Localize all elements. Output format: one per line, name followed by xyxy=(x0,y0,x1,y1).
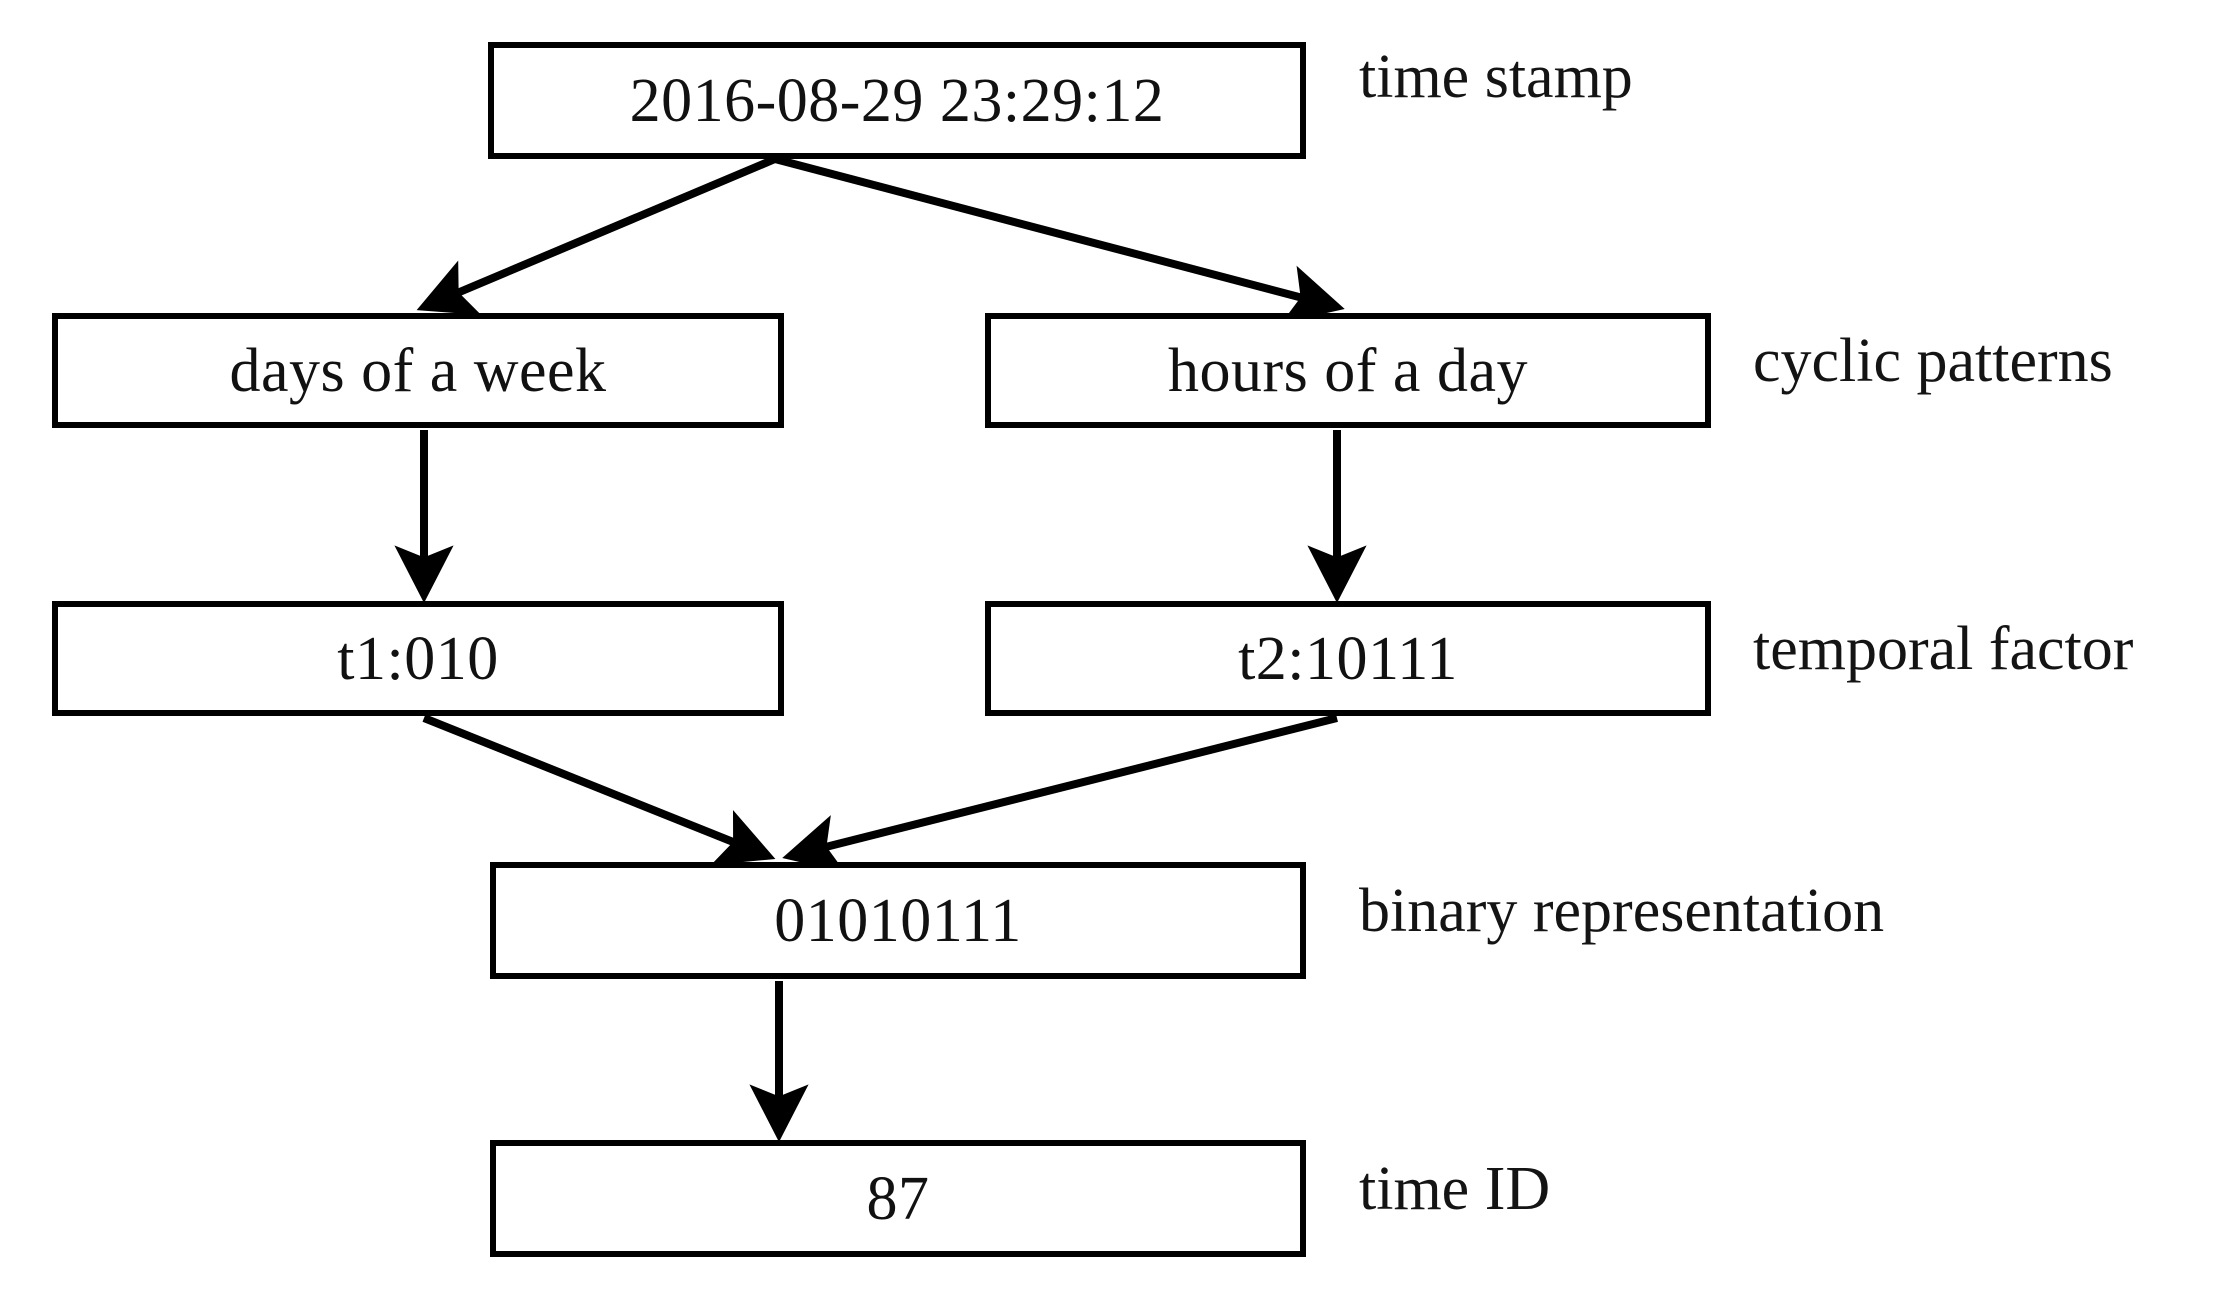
row-label-binary-representation: binary representation xyxy=(1359,877,1885,945)
node-binary-label: 01010111 xyxy=(774,886,1022,955)
edge-t2-to-binary xyxy=(782,714,1338,873)
row-label-temporal-factor: temporal factor xyxy=(1753,615,2134,683)
node-timestamp-label: 2016-08-29 23:29:12 xyxy=(629,66,1165,135)
node-temporal-factor-t1: t1:010 xyxy=(52,601,784,716)
node-t1-label: t1:010 xyxy=(337,624,499,693)
node-time-id-label: 87 xyxy=(866,1164,930,1233)
row-label-cyclic-patterns: cyclic patterns xyxy=(1753,327,2113,395)
node-days-of-week-label: days of a week xyxy=(229,336,607,405)
node-time-id: 87 xyxy=(490,1140,1306,1257)
node-days-of-week: days of a week xyxy=(52,313,784,428)
node-hours-of-day-label: hours of a day xyxy=(1168,336,1528,405)
node-hours-of-day: hours of a day xyxy=(985,313,1711,428)
node-timestamp: 2016-08-29 23:29:12 xyxy=(488,42,1306,159)
row-label-time-id: time ID xyxy=(1359,1155,1551,1223)
node-t2-label: t2:10111 xyxy=(1238,624,1458,693)
edge-timestamp-to-hours-of-day xyxy=(773,155,1345,323)
edge-t1-to-binary xyxy=(422,714,776,866)
node-binary-representation: 01010111 xyxy=(490,862,1306,979)
row-label-time-stamp: time stamp xyxy=(1359,43,1633,111)
node-temporal-factor-t2: t2:10111 xyxy=(985,601,1711,716)
edge-timestamp-to-days-of-week xyxy=(416,155,777,316)
